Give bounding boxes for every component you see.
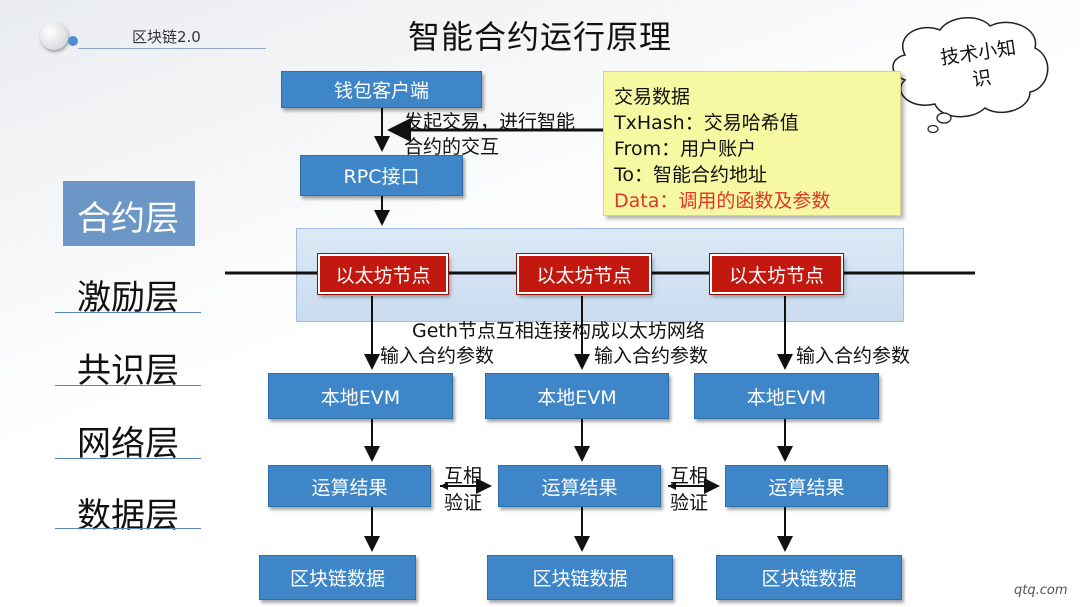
local-evm-box-2: 本地EVM bbox=[485, 373, 669, 419]
layer-label-data: 数据层 bbox=[77, 496, 179, 536]
input-label-2: 输入合约参数 bbox=[594, 345, 709, 367]
local-evm-box-3: 本地EVM bbox=[694, 373, 879, 419]
layer-label-network: 网络层 bbox=[77, 424, 179, 464]
layer-label-consensus: 共识层 bbox=[77, 351, 179, 391]
result-box-3: 运算结果 bbox=[725, 465, 888, 507]
active-layer-highlight bbox=[63, 181, 195, 246]
ethereum-node-1: 以太坊节点 bbox=[317, 253, 449, 295]
layer-label-incentive: 激励层 bbox=[77, 278, 179, 318]
page-title: 智能合约运行原理 bbox=[407, 18, 672, 56]
verify-label-1-line1: 互相 bbox=[444, 465, 483, 487]
info-txhash: TxHash：交易哈希值 bbox=[614, 112, 799, 134]
layer-divider bbox=[55, 385, 201, 386]
layer-divider bbox=[55, 312, 201, 313]
result-box-1: 运算结果 bbox=[268, 465, 431, 507]
info-from: From：用户账户 bbox=[614, 138, 757, 160]
verify-label-2-line1: 互相 bbox=[670, 465, 709, 487]
logo-circle-small bbox=[68, 36, 78, 46]
layer-divider bbox=[55, 458, 201, 459]
wallet-client-box: 钱包客户端 bbox=[281, 71, 482, 108]
layer-divider bbox=[55, 528, 201, 529]
blockchain-data-box-1: 区块链数据 bbox=[259, 555, 416, 600]
logo-circle-large bbox=[40, 22, 68, 50]
tx-label-line1: 发起交易，进行智能 bbox=[404, 111, 576, 133]
verify-label-2-line2: 验证 bbox=[670, 492, 709, 514]
ethereum-node-3: 以太坊节点 bbox=[709, 253, 844, 295]
blockchain-data-box-2: 区块链数据 bbox=[487, 555, 673, 600]
watermark: qtq.com bbox=[1014, 583, 1068, 598]
info-title: 交易数据 bbox=[614, 86, 691, 108]
ethereum-node-2: 以太坊节点 bbox=[516, 253, 652, 295]
brand-label: 区块链2.0 bbox=[132, 28, 201, 46]
blockchain-data-box-3: 区块链数据 bbox=[716, 555, 902, 600]
network-caption: Geth节点互相连接构成以太坊网络 bbox=[412, 320, 705, 342]
info-data: Data：调用的函数及参数 bbox=[614, 190, 831, 212]
result-box-2: 运算结果 bbox=[498, 465, 661, 507]
layer-label-contract: 合约层 bbox=[77, 199, 179, 239]
rpc-interface-box: RPC接口 bbox=[300, 155, 463, 196]
transaction-data-note: 交易数据 TxHash：交易哈希值 From：用户账户 To：智能合约地址 Da… bbox=[603, 71, 901, 216]
info-to: To：智能合约地址 bbox=[614, 164, 768, 186]
input-label-3: 输入合约参数 bbox=[796, 345, 911, 367]
tx-label-line2: 合约的交互 bbox=[404, 136, 500, 158]
local-evm-box-1: 本地EVM bbox=[268, 373, 453, 419]
input-label-1: 输入合约参数 bbox=[380, 345, 495, 367]
verify-label-1-line2: 验证 bbox=[444, 492, 483, 514]
header-rule bbox=[78, 48, 266, 49]
